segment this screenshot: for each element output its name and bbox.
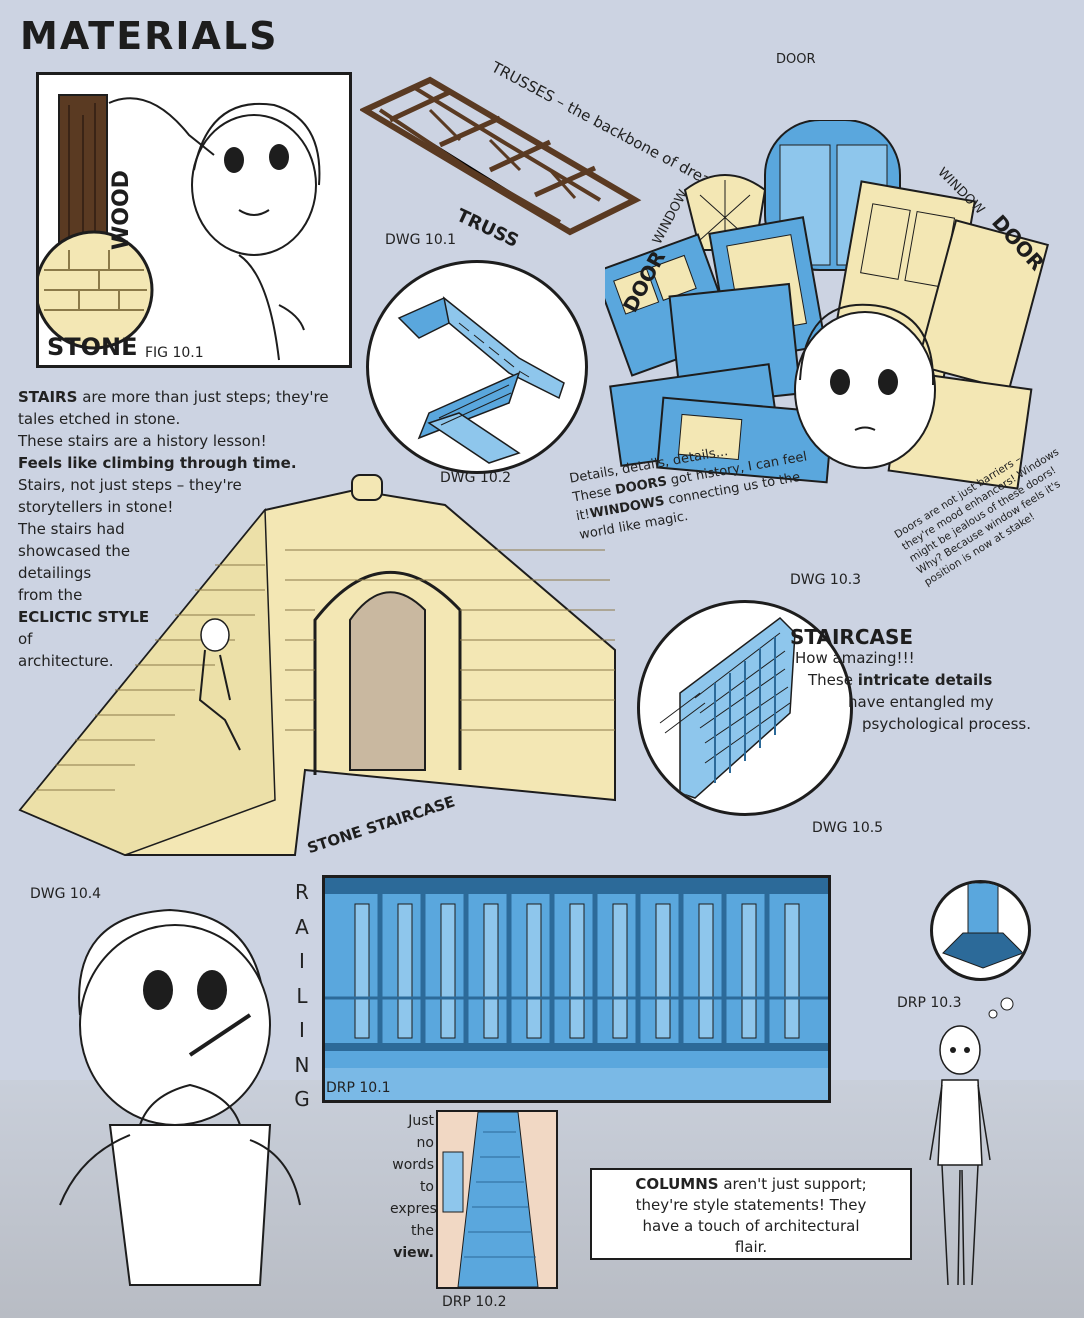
railing-letter: I [299,1018,305,1042]
wood-label: WOOD [109,170,134,250]
drp-10-3-circle [930,880,1031,981]
dwg-10-3-caption: DWG 10.3 [790,572,862,588]
doors-windows-illustration [605,120,1050,490]
staircase-line-4: psychological process. [862,715,1031,733]
stairs-line-12: of [18,630,33,648]
stairs-line-8: showcased the [18,542,131,560]
fig-10-1-caption: FIG 10.1 [145,345,204,361]
railing-vertical-label: R A I L I N G [290,875,314,1117]
stairs-line-7: The stairs had [18,520,125,538]
stairs-line-5: Stairs, not just steps – they're [18,476,242,494]
stairs-line-3: These stairs are a history lesson! [18,432,267,450]
stone-staircase-illustration [18,474,616,856]
columns-line-3: have a touch of architectural [642,1217,860,1235]
railing-letter: G [294,1087,310,1111]
standing-girl-illustration [929,1025,991,1286]
view-line: words [392,1157,434,1173]
girl-drinking-illustration [59,908,301,1286]
view-line: no [416,1135,434,1151]
stairs-text: STAIRS are more than just steps; they're… [18,386,329,672]
truss-drawing [360,76,642,236]
drp-10-2-text: Just no words to express the view. [390,1110,445,1264]
columns-line-4: flair. [734,1238,768,1256]
columns-line-1: COLUMNS aren't just support; [635,1175,867,1193]
drp-10-2-panel [436,1110,558,1289]
stairs-line-2: tales etched in stone. [18,410,181,428]
view-line: Just [408,1113,434,1129]
stairs-line-4: Feels like climbing through time. [18,454,297,472]
page-title: MATERIALS [20,14,279,58]
staircase-heading: STAIRCASE [790,625,914,649]
staircase-view-illustration [442,1112,539,1287]
staircase-blue-illustration [397,296,565,464]
view-line: express [390,1201,445,1217]
staircase-line-3: have entangled my [848,693,994,711]
stairs-line-10: from the [18,586,83,604]
stairs-line-1: STAIRS are more than just steps; they're [18,388,329,406]
dwg-10-2-circle [366,260,588,474]
view-line: the [411,1223,434,1239]
railing-letter: R [295,880,309,904]
fig-10-1-panel: WOOD STONE [36,72,352,368]
railing-letter: I [299,949,305,973]
columns-line-2: they're style statements! They [635,1196,867,1214]
view-line: to [419,1179,434,1195]
railing-letter: A [295,914,309,939]
stairs-line-6: storytellers in stone! [18,498,174,516]
door-top-label: DOOR [776,52,816,67]
stairs-line-13: architecture. [18,652,114,670]
dwg-10-5-caption: DWG 10.5 [812,820,884,836]
column-base-illustration [942,883,1024,969]
railing-letter: L [296,983,308,1008]
columns-speech-bubble: COLUMNS aren't just support; they're sty… [590,1168,912,1260]
dwg-10-5-circle [637,600,853,816]
drp-10-1-panel [322,875,831,1103]
railing-illustration [325,878,828,1100]
thought-bubbles-icon [988,997,1014,1019]
staircase-line-1: How amazing!!! [795,649,915,667]
dwg-10-2-caption: DWG 10.2 [440,470,512,486]
drp-10-1-caption: DRP 10.1 [326,1080,391,1096]
stairs-line-11: ECLICTIC STYLE [18,608,150,626]
view-line-bold: view. [393,1245,434,1261]
wood-stone-illustration [39,94,321,361]
stairs-line-9: detailings [18,564,92,582]
dwg-10-1-caption: DWG 10.1 [385,232,457,248]
stone-label: STONE [47,333,138,361]
drp-10-2-caption: DRP 10.2 [442,1294,507,1310]
dwg-10-4-caption: DWG 10.4 [30,886,102,902]
drp-10-3-caption: DRP 10.3 [897,995,962,1011]
staircase-line-2: These intricate details [808,671,993,689]
railing-letter: N [294,1052,310,1077]
